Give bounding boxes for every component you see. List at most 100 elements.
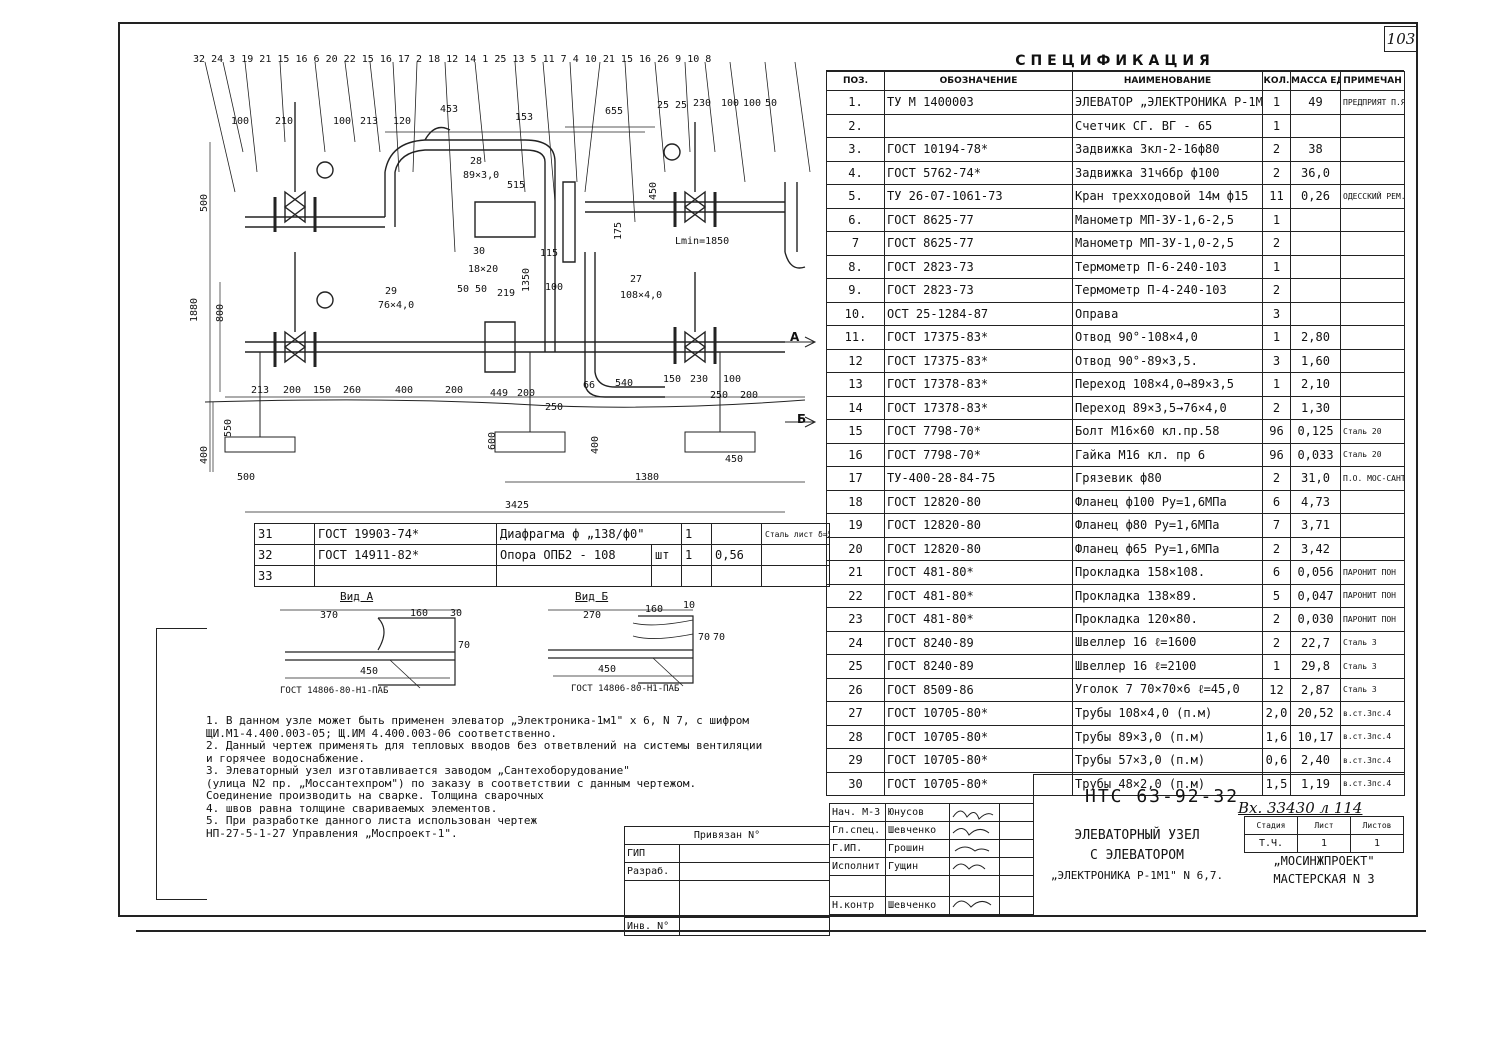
dim-28: 28	[470, 156, 483, 167]
spec-note: ПАРОНИТ ПОН	[1340, 607, 1405, 632]
callout-16b: 16	[379, 54, 392, 65]
extra-cell: Диафрагма ф „138/ф0"	[496, 523, 682, 545]
spec-qty: 3	[1262, 301, 1291, 326]
callout-19: 19	[241, 54, 254, 65]
spec-name: Оправа	[1072, 301, 1263, 326]
dim-213: 213	[360, 116, 379, 127]
spec-designation: ГОСТ 7798-70*	[884, 442, 1073, 467]
dim-76x4: 76×4,0	[378, 300, 415, 311]
role-cell: Г.ИП.	[829, 839, 886, 858]
spec-qty: 0,6	[1262, 748, 1291, 773]
spec-note: ОДЕССКИЙ РЕМ.МЕХ.З-Д	[1340, 184, 1405, 209]
signature-cell	[949, 821, 1000, 840]
callout-16c: 16	[639, 54, 652, 65]
spec-note	[1340, 160, 1405, 185]
spec-note: Сталь 20	[1340, 419, 1405, 444]
spec-mass: 3,42	[1290, 536, 1341, 561]
view-a-dim: 30	[450, 608, 463, 619]
sheet-header: Лист	[1297, 816, 1351, 835]
extra-cell	[711, 523, 762, 545]
binding-grid: Привязан N° ГИП Разраб. Инв. N°	[623, 826, 831, 936]
sheet-number: 103	[1384, 26, 1418, 52]
dim-200: 200	[517, 388, 536, 399]
spec-mass: 3,71	[1290, 513, 1341, 538]
table-row	[829, 875, 1034, 897]
dim-100: 100	[333, 116, 352, 127]
spec-mass: 0,26	[1290, 184, 1341, 209]
view-b-ref: ГОСТ 14806-80-Н1-ПАБ	[571, 684, 680, 694]
dim-175: 175	[613, 221, 624, 240]
callout-15c: 15	[620, 54, 633, 65]
callout-12: 12	[446, 54, 459, 65]
callout-21b: 21	[602, 54, 615, 65]
spec-qty: 2	[1262, 395, 1291, 420]
title-line: „ЭЛЕКТРОНИКА Р-1М1" N 6,7.	[1050, 869, 1224, 882]
spec-name: Швеллер 16 ℓ=2100	[1072, 654, 1263, 679]
spec-note: ПРЕДПРИЯТ П.Я В-2050	[1340, 90, 1405, 115]
spec-pos: 24	[826, 630, 885, 655]
spec-qty: 1	[1262, 90, 1291, 115]
spec-name: Кран трехходовой 14м ф15	[1072, 184, 1263, 209]
spec-name: Грязевик ф80	[1072, 466, 1263, 491]
spec-pos: 10.	[826, 301, 885, 326]
callout-7: 7	[560, 54, 567, 65]
spec-qty: 1,5	[1262, 771, 1291, 796]
name-cell: Грошин	[885, 839, 950, 858]
callout-29: 29	[385, 286, 398, 297]
spec-pos: 22	[826, 583, 885, 608]
spec-qty: 2	[1262, 466, 1291, 491]
spec-qty: 1	[1262, 113, 1291, 138]
sheets-header: Листов	[1350, 816, 1404, 835]
spec-pos: 7	[826, 231, 885, 256]
dim-515: 515	[507, 180, 526, 191]
dim-400: 400	[590, 435, 601, 454]
callout-25: 25	[494, 54, 507, 65]
spec-mass: 20,52	[1290, 701, 1341, 726]
spec-name: Переход 89×3,5→76×4,0	[1072, 395, 1263, 420]
dim-600: 600	[487, 431, 498, 450]
spec-note: Сталь 3	[1340, 677, 1405, 702]
spec-qty: 3	[1262, 348, 1291, 373]
spec-header-row: ПОЗ. ОБОЗНАЧЕНИЕ НАИМЕНОВАНИЕ КОЛ. МАССА…	[826, 71, 1405, 91]
callout-13: 13	[512, 54, 525, 65]
spec-pos: 4.	[826, 160, 885, 185]
dim-115: 115	[540, 248, 559, 259]
spec-designation: ГОСТ 481-80*	[884, 607, 1073, 632]
callout-9: 9	[675, 54, 682, 65]
spec-pos: 3.	[826, 137, 885, 162]
spec-pos: 14	[826, 395, 885, 420]
view-a-ref: ГОСТ 14806-80-Н1-ПАБ	[280, 686, 389, 696]
spec-note: в.ст.3пс.4	[1340, 724, 1405, 749]
spec-designation: ГОСТ 8625-77	[884, 207, 1073, 232]
spec-note	[1340, 113, 1405, 138]
spec-note	[1340, 536, 1405, 561]
dim-200: 200	[445, 385, 464, 396]
spec-note	[1340, 395, 1405, 420]
name-cell: Шевченко	[885, 821, 950, 840]
spec-name: Фланец ф100 Ру=1,6МПа	[1072, 489, 1263, 514]
view-a: Вид А 370 160 30 450 70 ГОСТ 14806-80-Н1…	[270, 590, 470, 700]
dim-108x4: 108×4,0	[620, 290, 663, 301]
spec-mass: 31,0	[1290, 466, 1341, 491]
dim-1380: 1380	[635, 472, 660, 483]
spec-name: Болт М16×60 кл.пр.58	[1072, 419, 1263, 444]
dim-449: 449	[490, 388, 509, 399]
dim-50: 50	[457, 284, 470, 295]
spec-note	[1340, 254, 1405, 279]
spec-name: Трубы 108×4,0 (п.м)	[1072, 701, 1263, 726]
spec-header-designation: ОБОЗНАЧЕНИЕ	[884, 71, 1073, 91]
spec-designation: ГОСТ 7798-70*	[884, 419, 1073, 444]
dim-100: 100	[231, 116, 250, 127]
dim-89x3: 89×3,0	[463, 170, 500, 181]
spec-designation: ГОСТ 12820-80	[884, 513, 1073, 538]
